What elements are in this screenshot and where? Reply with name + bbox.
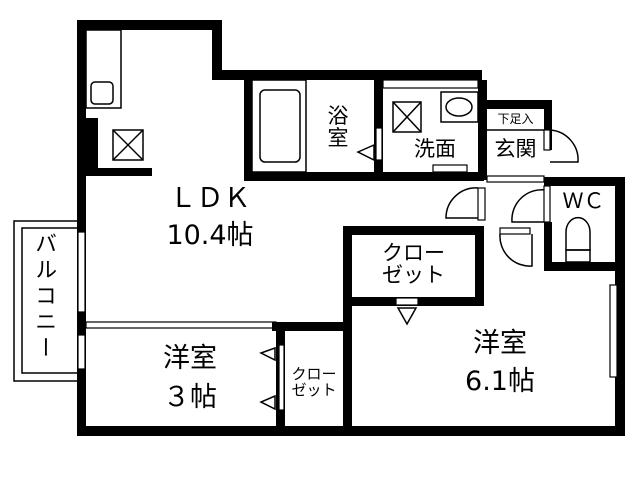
room-window[interactable]: [77, 334, 86, 370]
wall-entrance-left: [478, 80, 487, 180]
wc-door-swing: [511, 188, 547, 223]
hall-door-swing: [445, 187, 479, 219]
sink-icon: [90, 81, 114, 105]
kitchen-pillar: [86, 118, 98, 170]
wc-label: ＷＣ: [562, 189, 605, 213]
wall-top-entrance: [478, 100, 552, 109]
wash-door[interactable]: [432, 164, 468, 173]
wall-bath-left: [244, 72, 252, 180]
closet-small-label: クロー ゼット: [291, 365, 337, 399]
balcony-window[interactable]: [77, 231, 86, 313]
western-room-small-size: ３帖: [163, 382, 217, 413]
entrance-label: 玄関: [494, 137, 537, 161]
western-room-large-label: 洋室: [473, 328, 527, 359]
wall-left: [77, 20, 86, 435]
wash-shelf: [382, 79, 479, 89]
entrance-step: [486, 175, 545, 183]
toilet-icon: [565, 216, 591, 251]
wash-basin-outline: [440, 91, 479, 123]
bathtub-outline: [251, 79, 307, 173]
wall-entrance-right: [544, 100, 552, 150]
washroom-label: 洗面: [414, 137, 456, 161]
ldk-label: ＬＤＫ: [169, 183, 251, 214]
wall-bath-wash: [374, 72, 383, 180]
front-door-swing: [549, 129, 579, 163]
wall-room-top: [272, 322, 352, 331]
balcony-label: バルコニー: [31, 232, 57, 362]
wall-top-mid: [212, 70, 482, 80]
east-window[interactable]: [609, 284, 618, 378]
wall-wc-top: [544, 177, 624, 186]
wc-door[interactable]: [543, 185, 551, 223]
door-arrow-icon: [259, 346, 276, 362]
wall-closet-right: [475, 226, 484, 306]
bath-door[interactable]: [375, 127, 383, 161]
hall-door[interactable]: [477, 187, 486, 221]
kitchen-wall: [86, 168, 152, 176]
basin-icon: [445, 97, 473, 117]
shoe-storage-label: 下足入: [497, 112, 534, 126]
wall-step: [212, 20, 222, 76]
ldk-size: 10.4帖: [166, 220, 254, 251]
wall-wc-bottom: [544, 262, 624, 271]
closet-door[interactable]: [395, 297, 419, 306]
room-door-swing: [499, 233, 533, 267]
bathtub-icon: [259, 89, 301, 163]
western-room-small-label: 洋室: [163, 343, 217, 374]
door-arrow-icon: [356, 143, 375, 162]
wall-closet-top: [343, 226, 484, 235]
closet-main-label: クロー ゼット: [382, 241, 445, 288]
wall-top-left: [77, 20, 222, 30]
washer-space-icon: [392, 101, 422, 133]
wall-right: [615, 177, 625, 435]
wall-wc-left: [544, 222, 552, 270]
wall-bath-bottom: [244, 172, 484, 181]
small-closet-door[interactable]: [278, 344, 285, 411]
door-arrow-icon: [396, 307, 418, 326]
kitchen-counter: [85, 29, 122, 109]
front-door[interactable]: [543, 129, 551, 151]
bathroom-label: 浴 室: [327, 104, 349, 151]
door-arrow-icon: [259, 394, 276, 411]
sliding-door[interactable]: [85, 321, 277, 329]
western-room-large-size: 6.1帖: [465, 366, 535, 397]
fridge-space-icon: [112, 129, 144, 161]
